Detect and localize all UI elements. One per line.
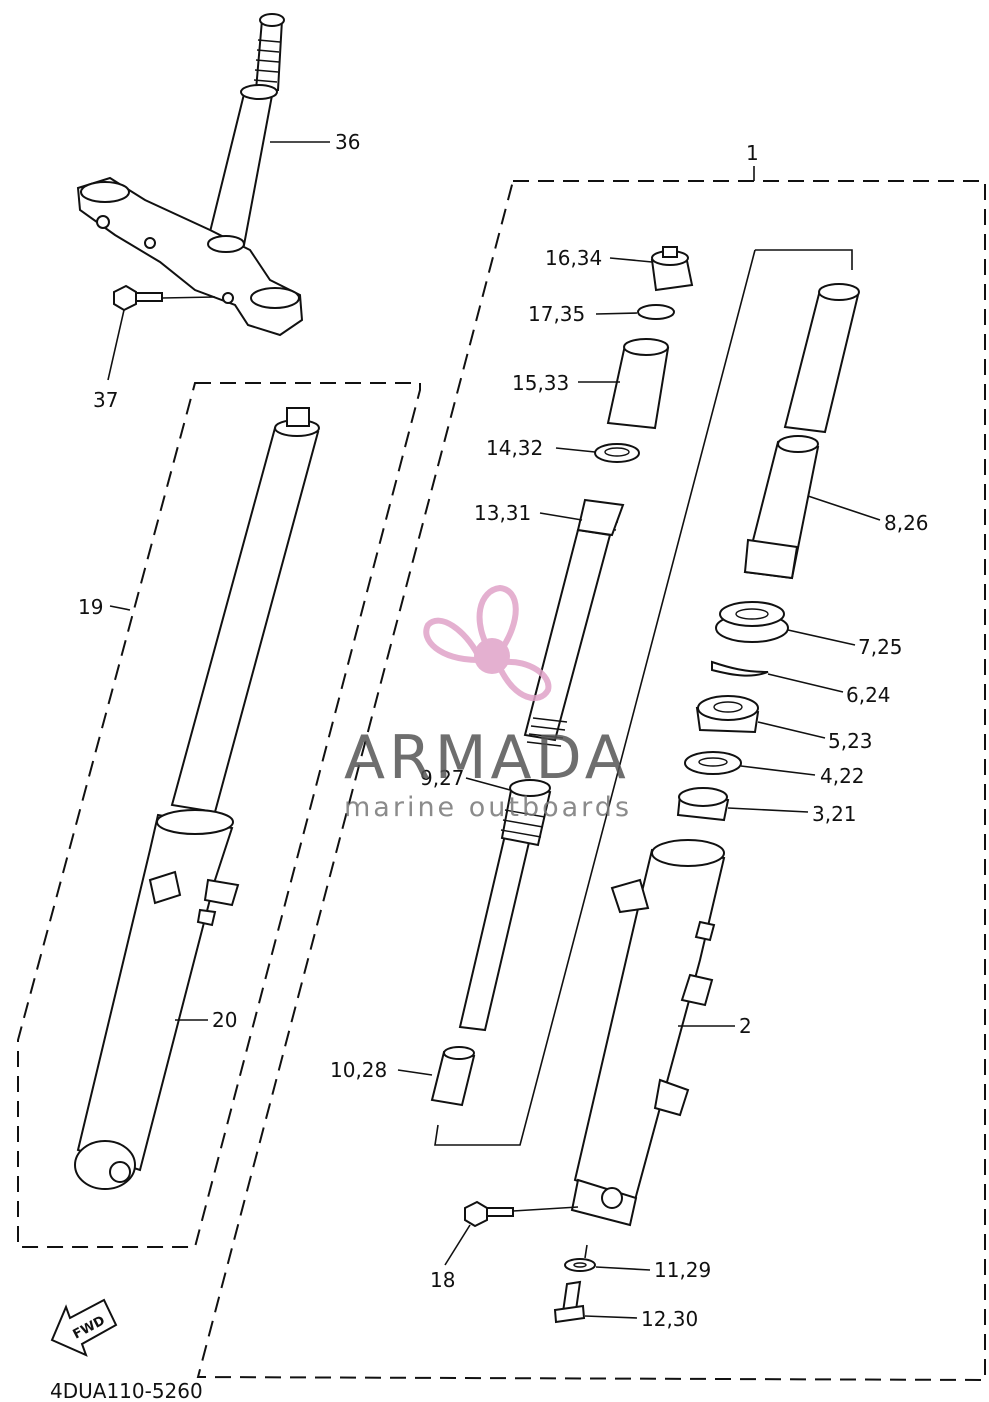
- cap-bolt-part-16-34: [650, 246, 694, 292]
- watermark-brand: ARMADA: [344, 723, 630, 793]
- leader-11-29: [595, 1266, 651, 1271]
- callout-15-33: 15,33: [512, 371, 569, 395]
- leader-10-28: [397, 1069, 433, 1076]
- callout-14-32: 14,32: [486, 436, 543, 460]
- leader-16-34: [609, 257, 653, 263]
- callout-19: 19: [78, 595, 103, 619]
- forward-arrow-icon: FWD: [50, 1298, 118, 1357]
- leader-37: [107, 309, 125, 381]
- callout-7-25: 7,25: [858, 635, 903, 659]
- armada-watermark: ARMADA marine outboards: [344, 584, 632, 823]
- leader-4-22: [740, 765, 816, 776]
- oil-lock-piece-part-10-28: [430, 1046, 476, 1107]
- callout-9-27: 9,27: [420, 766, 465, 790]
- callout-3-21: 3,21: [812, 802, 857, 826]
- leader-17-35: [595, 312, 638, 315]
- bolt-part-18: [464, 1200, 514, 1228]
- leader-7-25: [787, 629, 856, 646]
- watermark-tagline: marine outboards: [344, 792, 632, 823]
- bolt-part-37: [113, 284, 163, 312]
- washer-part-4-22: [684, 751, 742, 775]
- callout-2: 2: [739, 1014, 752, 1038]
- callout-16-34: 16,34: [545, 246, 602, 270]
- leader-18: [444, 1224, 471, 1266]
- o-ring-part-17-35: [637, 304, 675, 320]
- leader-11-29a: [584, 1244, 588, 1259]
- bushing-part-3-21: [676, 787, 730, 822]
- callout-8-26: 8,26: [884, 511, 929, 535]
- leader-6-24: [767, 673, 844, 693]
- leader-37a: [161, 296, 216, 299]
- damper-rod-part-9-27: [458, 779, 552, 1032]
- clip-part-6-24: [711, 660, 769, 677]
- callout-20: 20: [212, 1008, 237, 1032]
- inner-tube-part-8-26: [743, 283, 860, 580]
- steering-stem-part-36: [76, 13, 304, 337]
- leader-18a: [512, 1206, 579, 1212]
- washer-part-14-32: [594, 443, 640, 463]
- callout-12-30: 12,30: [641, 1307, 698, 1331]
- callout-5-23: 5,23: [828, 729, 873, 753]
- callout-17-35: 17,35: [528, 302, 585, 326]
- gasket-part-11-29: [564, 1258, 596, 1272]
- leader-3-21: [727, 807, 809, 813]
- callout-13-31: 13,31: [474, 501, 531, 525]
- outer-tube-part-2: [570, 839, 726, 1227]
- callout-11-29: 11,29: [654, 1258, 711, 1282]
- fork-tube-part-20: [74, 407, 320, 1190]
- group-outline-19: [17, 382, 421, 1248]
- leader-13-31: [539, 512, 583, 521]
- leader-8-26: [807, 495, 881, 521]
- diagram-code: 4DUA110-5260: [50, 1379, 203, 1402]
- leader-14-32: [555, 447, 596, 453]
- oil-seal-part-5-23: [695, 695, 760, 734]
- leader-9-27: [465, 777, 511, 791]
- callout-18: 18: [430, 1268, 455, 1292]
- spring-part-13-31: [523, 498, 625, 747]
- bolt-part-12-30: [553, 1280, 586, 1324]
- inner-group-bracket: [434, 249, 853, 1146]
- callout-37: 37: [93, 388, 118, 412]
- callout-1: 1: [746, 141, 759, 165]
- callout-6-24: 6,24: [846, 683, 891, 707]
- callout-10-28: 10,28: [330, 1058, 387, 1082]
- dust-seal-part-7-25: [715, 601, 789, 643]
- callout-36: 36: [335, 130, 360, 154]
- leader-5-23: [757, 721, 826, 739]
- group-outline-1: [196, 180, 986, 1382]
- spacer-part-15-33: [606, 338, 670, 430]
- propeller-logo-icon: [423, 584, 552, 702]
- callout-4-22: 4,22: [820, 764, 865, 788]
- leader-19: [109, 605, 131, 611]
- leader-12-30: [584, 1315, 638, 1319]
